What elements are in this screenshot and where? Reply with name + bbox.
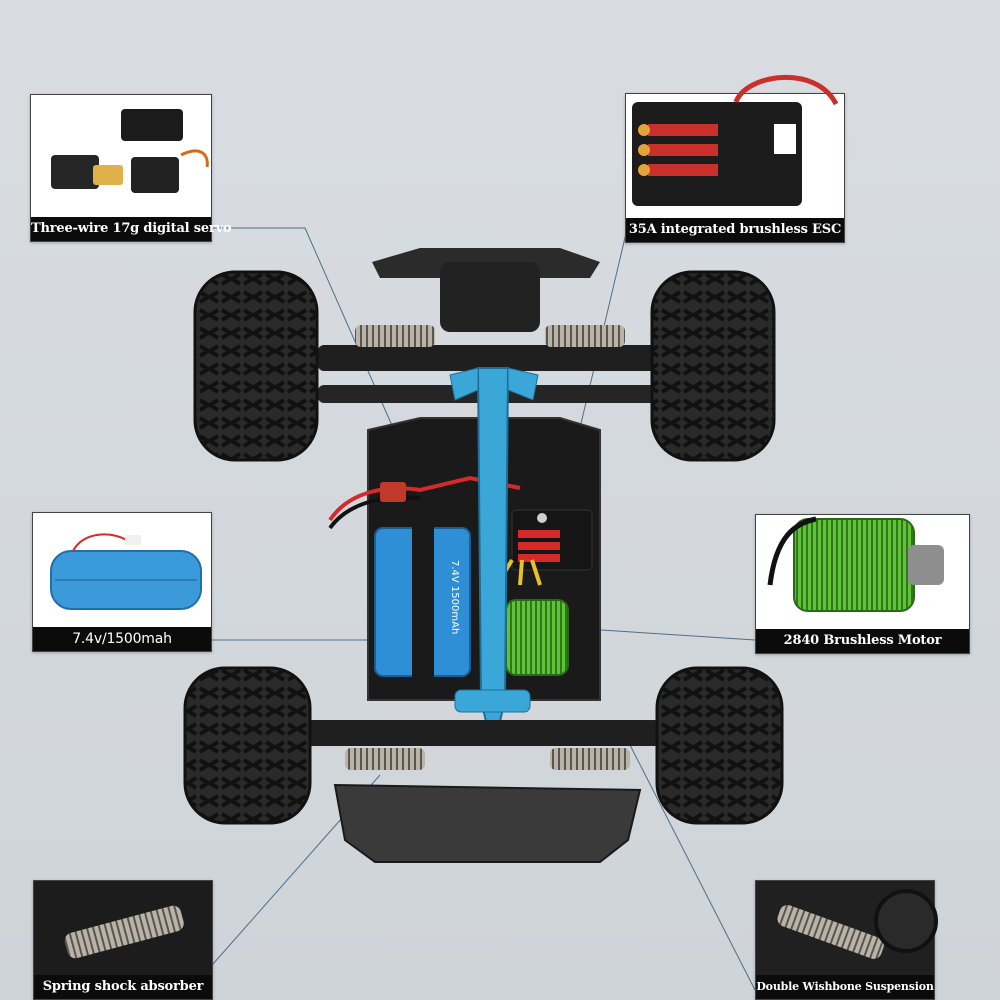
center-brace bbox=[476, 367, 510, 731]
shock-caption: Spring shock absorber bbox=[34, 975, 212, 999]
battery-strap bbox=[412, 520, 434, 680]
esc-caption: 35A integrated brushless ESC bbox=[626, 218, 844, 242]
servo-caption: Three-wire 17g digital servo bbox=[31, 217, 232, 241]
motor-caption: 2840 Brushless Motor bbox=[756, 629, 969, 653]
battery-wire-black bbox=[328, 495, 421, 530]
suspension-callout: Double Wishbone Suspension bbox=[755, 880, 938, 1000]
front-right-wheel bbox=[650, 270, 776, 462]
suspension-photo bbox=[756, 881, 938, 975]
leader-servo bbox=[212, 227, 406, 456]
esc-terminal-1 bbox=[518, 530, 560, 538]
motor-photo bbox=[756, 515, 969, 629]
front-left-shock bbox=[355, 325, 435, 347]
rear-right-wheel bbox=[655, 666, 784, 825]
esc-capacitor bbox=[537, 513, 547, 523]
front-arm bbox=[318, 345, 658, 371]
suspension-caption: Double Wishbone Suspension bbox=[756, 975, 934, 999]
battery-caption: 7.4v/1500mah bbox=[33, 627, 211, 651]
t-plug bbox=[380, 482, 406, 502]
battery-photo bbox=[33, 513, 211, 627]
brace-top bbox=[449, 367, 539, 401]
esc-terminal-2 bbox=[518, 542, 560, 550]
shock-callout: Spring shock absorber bbox=[33, 880, 213, 1000]
leader-suspension bbox=[629, 744, 756, 991]
rear-right-shock bbox=[550, 748, 630, 770]
esc-callout: 35A integrated brushless ESC bbox=[625, 74, 845, 243]
motor-callout: 2840 Brushless Motor bbox=[755, 514, 970, 654]
front-right-shock bbox=[545, 325, 625, 347]
front-left-wheel bbox=[193, 270, 319, 462]
rear-left-shock bbox=[345, 748, 425, 770]
servo-photo bbox=[31, 95, 211, 217]
brushless-motor bbox=[505, 599, 569, 676]
front-bulkhead bbox=[440, 262, 540, 332]
esc-terminal-3 bbox=[518, 554, 560, 562]
esc-photo bbox=[626, 74, 844, 218]
servo-callout: Three-wire 17g digital servo bbox=[30, 94, 232, 242]
rear-left-wheel bbox=[183, 666, 312, 825]
rear-wing bbox=[333, 783, 642, 863]
shock-photo bbox=[34, 881, 212, 975]
battery-callout: 7.4v/1500mah bbox=[32, 512, 212, 652]
battery-label-text: 7.4V 1500mAh bbox=[449, 560, 460, 634]
brace-bottom bbox=[454, 689, 531, 713]
rear-arm bbox=[300, 720, 660, 746]
